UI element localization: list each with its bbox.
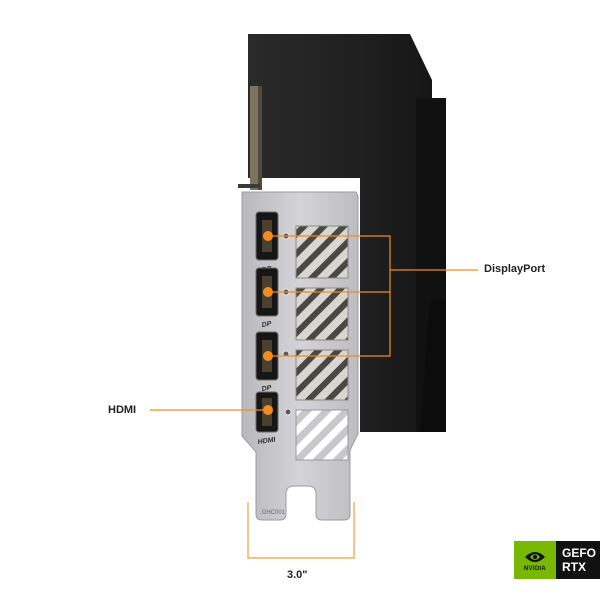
width-dimension bbox=[247, 502, 355, 559]
callout-dots bbox=[263, 231, 273, 415]
port-mark: DP bbox=[261, 321, 272, 329]
bracket-width-label: 3.0" bbox=[287, 569, 308, 581]
port-mark: DP bbox=[261, 385, 272, 393]
callout-dot bbox=[263, 287, 273, 297]
bracket-mark: DHC001 bbox=[262, 510, 286, 516]
vent-1 bbox=[295, 225, 349, 279]
displayport-callout-label: DisplayPort bbox=[484, 263, 546, 275]
geforce-line: GEFO bbox=[562, 546, 597, 560]
nvidia-geforce-rtx-badge: NVIDIA GEFO RTX bbox=[514, 541, 600, 579]
callout-dot bbox=[263, 405, 273, 415]
nvidia-logo: NVIDIA bbox=[514, 541, 556, 579]
vent-3 bbox=[295, 349, 349, 401]
gpu-shroud bbox=[248, 34, 446, 432]
vent-4 bbox=[295, 409, 349, 461]
nvidia-wordmark: NVIDIA bbox=[523, 565, 547, 572]
hdmi-callout-label: HDMI bbox=[108, 404, 137, 416]
nvidia-eye-icon bbox=[525, 551, 545, 562]
geforce-rtx-text: GEFO RTX bbox=[556, 541, 600, 579]
vent-2 bbox=[295, 287, 349, 341]
screw-hole bbox=[284, 408, 292, 416]
port-mark: HDMI bbox=[257, 436, 277, 446]
pcb-edge bbox=[238, 86, 262, 190]
callout-dot bbox=[263, 351, 273, 361]
rtx-line: RTX bbox=[562, 560, 586, 574]
callout-lines bbox=[150, 235, 478, 411]
callout-dot bbox=[263, 231, 273, 241]
port-hdmi: HDMI bbox=[255, 391, 279, 446]
